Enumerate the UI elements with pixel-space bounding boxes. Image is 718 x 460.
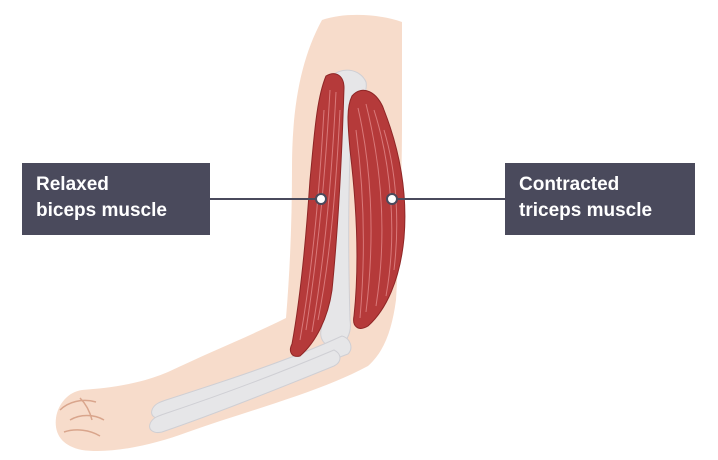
contracted-triceps-label-line2: triceps muscle — [519, 200, 653, 221]
relaxed-biceps-label-line2: biceps muscle — [36, 200, 167, 221]
relaxed-biceps-label-line1: Relaxed — [36, 174, 109, 195]
biceps-fibers — [299, 89, 341, 341]
contracted-triceps-label-line1: Contracted — [519, 174, 620, 195]
biceps-marker — [315, 193, 327, 205]
triceps-marker — [386, 193, 398, 205]
relaxed-biceps-label: Relaxed biceps muscle — [22, 163, 210, 235]
forearm-bone-lower — [149, 349, 341, 433]
forearm-bone-upper — [151, 335, 352, 419]
triceps-muscle — [347, 89, 406, 329]
contracted-triceps-label: Contracted triceps muscle — [505, 163, 695, 235]
biceps-muscle — [289, 73, 345, 357]
hand-outline — [59, 397, 105, 437]
